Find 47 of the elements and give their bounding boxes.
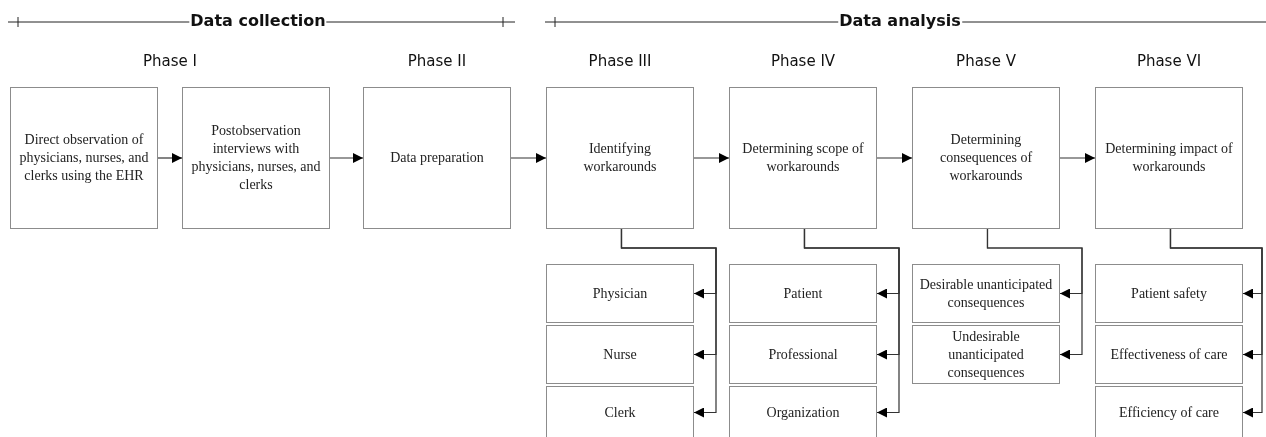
arrow bbox=[876, 153, 913, 163]
category-box bbox=[912, 264, 1060, 323]
process-box bbox=[363, 87, 511, 229]
box-text: Identifying workarounds bbox=[582, 140, 658, 176]
box-text: Clerk bbox=[604, 403, 636, 422]
process-box bbox=[182, 87, 330, 229]
box-text: Determining impact of workarounds bbox=[1104, 140, 1234, 176]
category-box bbox=[546, 325, 694, 384]
box-text: Patient bbox=[783, 284, 823, 303]
box-text: Data preparation bbox=[390, 149, 484, 167]
category-box bbox=[1095, 386, 1243, 437]
box-text: Desirable unanticipated consequences bbox=[918, 275, 1054, 312]
arrow bbox=[693, 153, 730, 163]
box-text: Effectiveness of care bbox=[1110, 345, 1228, 364]
box-text: Efficiency of care bbox=[1119, 403, 1219, 422]
box-text: Undesirable unanticipated consequences bbox=[946, 327, 1026, 382]
box-text: Determining scope of workarounds bbox=[741, 140, 865, 176]
process-box bbox=[1095, 87, 1243, 229]
box-text: Postobservation interviews with physicians, nurses, and clerks bbox=[190, 122, 322, 194]
arrow bbox=[1169, 228, 1263, 418]
category-box bbox=[546, 386, 694, 437]
process-box bbox=[546, 87, 694, 229]
arrow bbox=[620, 228, 717, 418]
box-text: Organization bbox=[766, 403, 840, 422]
box-text: Determining consequences of workarounds bbox=[938, 131, 1034, 185]
arrow bbox=[986, 228, 1083, 360]
process-box bbox=[10, 87, 158, 229]
section-heading: Data analysis bbox=[838, 11, 962, 30]
category-box bbox=[912, 325, 1060, 384]
category-box bbox=[729, 264, 877, 323]
arrow bbox=[329, 153, 364, 163]
arrow bbox=[1059, 153, 1096, 163]
category-box bbox=[729, 325, 877, 384]
process-box bbox=[729, 87, 877, 229]
process-box bbox=[912, 87, 1060, 229]
category-box bbox=[1095, 325, 1243, 384]
category-box bbox=[546, 264, 694, 323]
box-text: Professional bbox=[768, 345, 838, 364]
box-text: Direct observation of physicians, nurses, and clerks using the EHR bbox=[18, 131, 150, 185]
category-box bbox=[1095, 264, 1243, 323]
box-text: Patient safety bbox=[1131, 284, 1207, 303]
box-text: Nurse bbox=[603, 345, 637, 364]
category-box bbox=[729, 386, 877, 437]
arrow bbox=[803, 228, 900, 418]
arrow bbox=[510, 153, 547, 163]
arrow bbox=[157, 153, 183, 163]
box-text: Physician bbox=[592, 284, 648, 303]
